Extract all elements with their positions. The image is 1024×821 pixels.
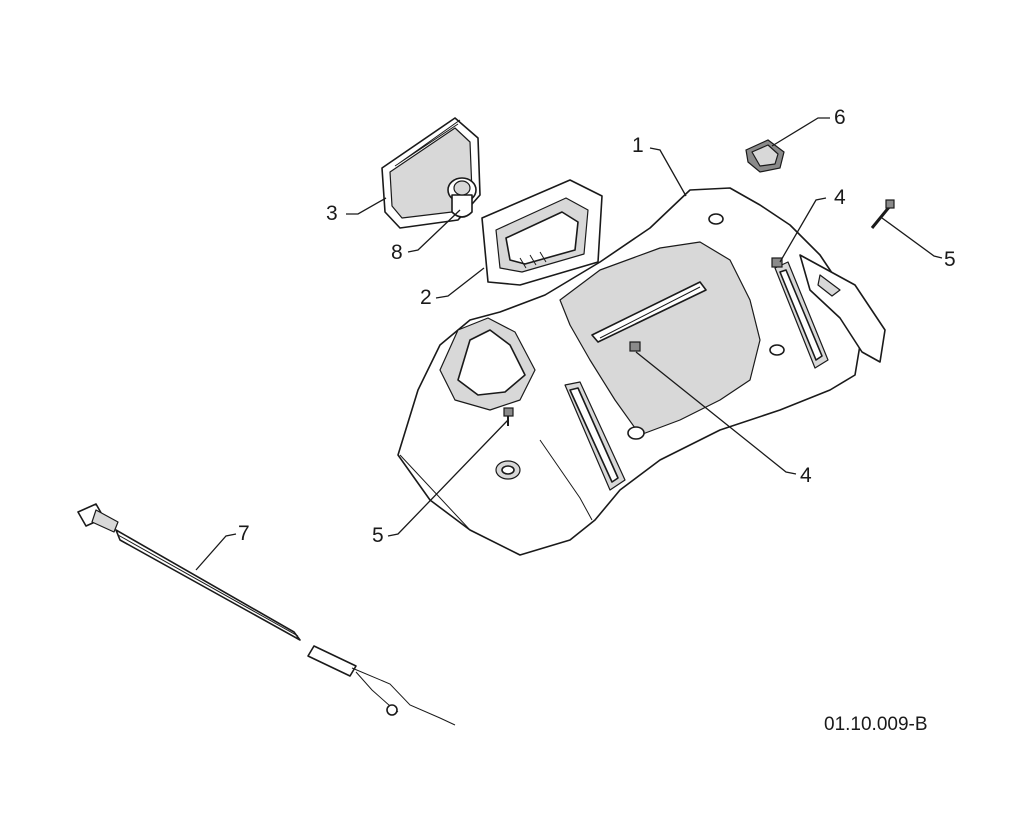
callout-1: 1 [632, 134, 644, 157]
part-8-lamp-socket [447, 177, 477, 218]
callout-7: 7 [238, 522, 250, 545]
part-6-connector [745, 139, 785, 173]
callout-5-lower: 5 [372, 524, 384, 547]
part-7-cable-harness [77, 503, 456, 726]
part-5-screw-upper [870, 199, 895, 229]
callout-5-upper: 5 [944, 248, 956, 271]
callout-labels: 1 2 3 4 4 5 5 6 7 8 [238, 106, 956, 547]
callout-4-lower: 4 [800, 464, 812, 487]
part-4-nut-upper [771, 257, 783, 268]
callout-4-upper: 4 [834, 186, 846, 209]
callout-6: 6 [834, 106, 846, 129]
part-2-light-bezel [481, 179, 603, 286]
callout-3: 3 [326, 202, 338, 225]
callout-8: 8 [391, 241, 403, 264]
part-1-console-housing [397, 187, 886, 556]
leader-lines [195, 117, 943, 571]
diagram-reference-code: 01.10.009-B [824, 714, 928, 735]
part-4-nut-lower [629, 341, 641, 352]
callout-2: 2 [420, 286, 432, 309]
part-5-screw-lower [503, 407, 514, 426]
